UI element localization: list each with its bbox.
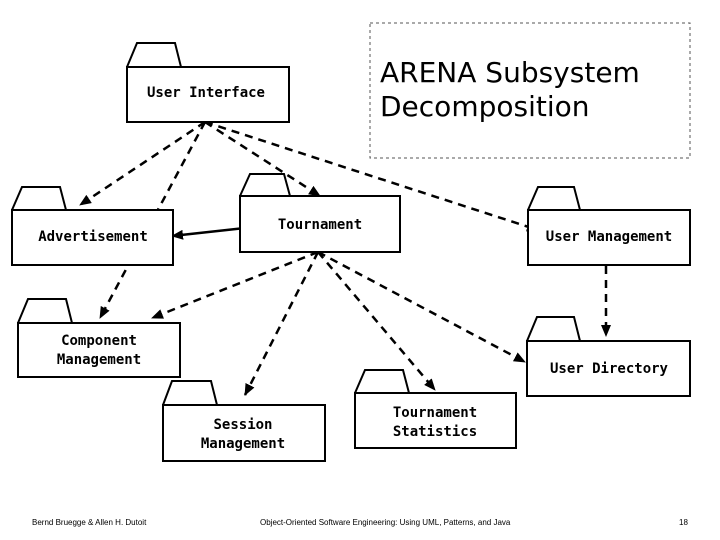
dependency-ui-to-user-management xyxy=(204,120,539,232)
package-component-management: Component Management xyxy=(17,298,181,378)
dependency-tournament-to-tournament-statistics xyxy=(317,251,436,391)
package-label: User Management xyxy=(546,229,672,245)
package-label: Advertisement xyxy=(38,229,148,245)
package-label: Tournament xyxy=(278,217,362,233)
package-session-management: Session Management xyxy=(162,380,326,462)
package-user-directory: User Directory xyxy=(526,316,691,397)
package-advertisement: Advertisement xyxy=(11,186,174,266)
title-line-1: ARENA Subsystem xyxy=(380,56,640,89)
package-label-line-1: Tournament xyxy=(393,405,477,421)
dependency-ui-to-component-management xyxy=(98,121,207,319)
package-tournament-statistics: Tournament Statistics xyxy=(354,369,517,449)
dependency-ui-to-tournament xyxy=(204,120,321,198)
package-label-line-2: Management xyxy=(201,436,285,452)
title-line-2: Decomposition xyxy=(380,90,590,123)
dependency-arrows xyxy=(79,120,611,396)
dependency-tournament-to-advertisement xyxy=(171,226,246,240)
footer-authors: Bernd Bruegge & Allen H. Dutoit xyxy=(32,518,147,527)
package-label-line-2: Management xyxy=(57,352,141,368)
package-tournament: Tournament xyxy=(239,173,401,253)
package-label: User Directory xyxy=(550,361,669,377)
page-number: 18 xyxy=(679,518,688,527)
package-label: User Interface xyxy=(147,85,265,101)
dependency-tournament-to-session-management xyxy=(243,251,320,396)
dependency-tournament-to-component-management xyxy=(151,250,319,320)
package-label-line-1: Component xyxy=(61,333,137,349)
title-box: ARENA Subsystem Decomposition xyxy=(369,22,691,159)
footer-book-title: Object-Oriented Software Engineering: Us… xyxy=(260,518,511,527)
dependency-tournament-to-user-directory xyxy=(317,250,526,364)
package-user-management: User Management xyxy=(527,186,691,266)
package-label-line-1: Session xyxy=(213,417,272,433)
dependency-ui-to-advertisement xyxy=(79,120,206,207)
package-user-interface: User Interface xyxy=(126,42,290,123)
package-label-line-2: Statistics xyxy=(393,424,477,440)
